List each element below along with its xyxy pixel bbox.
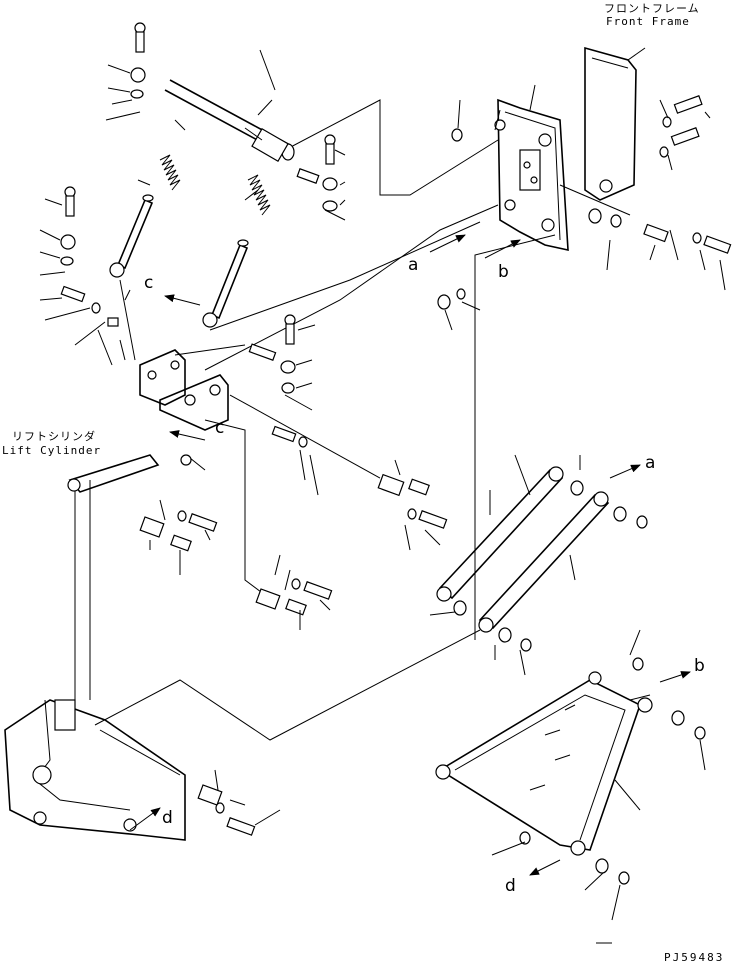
leader-lines: [39, 49, 726, 921]
arrow-label-c-lower: c: [215, 418, 225, 438]
lift-cylinder-label-en: Lift Cylinder: [2, 444, 102, 457]
bracket-plate: [494, 98, 569, 252]
arrow-label-a-upper: a: [408, 255, 419, 275]
upper-link: [436, 466, 564, 602]
left-spring: [159, 119, 186, 191]
upper-shaft: [164, 79, 295, 162]
lever-brackets: [139, 349, 229, 431]
lift-cylinder-label-jp: リフトシリンダ: [12, 430, 96, 443]
arrow-label-d-left: d: [162, 808, 173, 828]
fasteners: [60, 22, 732, 885]
arrow-label-b-right: b: [694, 656, 705, 676]
lift-cylinder: [67, 454, 192, 493]
left-rod: [109, 194, 154, 278]
arrow-label-d-bottom: d: [505, 876, 516, 896]
triangular-frame: [435, 671, 653, 856]
connection-lines: [74, 99, 651, 776]
base-bracket: [4, 699, 186, 841]
front-frame-plate: [584, 46, 646, 201]
lower-link: [478, 491, 610, 633]
right-spring: [247, 174, 271, 216]
arrow-label-b-upper: b: [498, 262, 509, 282]
direction-arrows: [129, 234, 691, 876]
arrow-label-a-right: a: [645, 453, 656, 473]
right-rod: [202, 239, 249, 328]
front-frame-label-en: Front Frame: [606, 15, 690, 28]
drawing-code: PJ59483: [664, 951, 725, 964]
front-frame-label-jp: フロントフレーム: [604, 2, 700, 15]
arrow-label-c-upper: c: [144, 273, 154, 293]
